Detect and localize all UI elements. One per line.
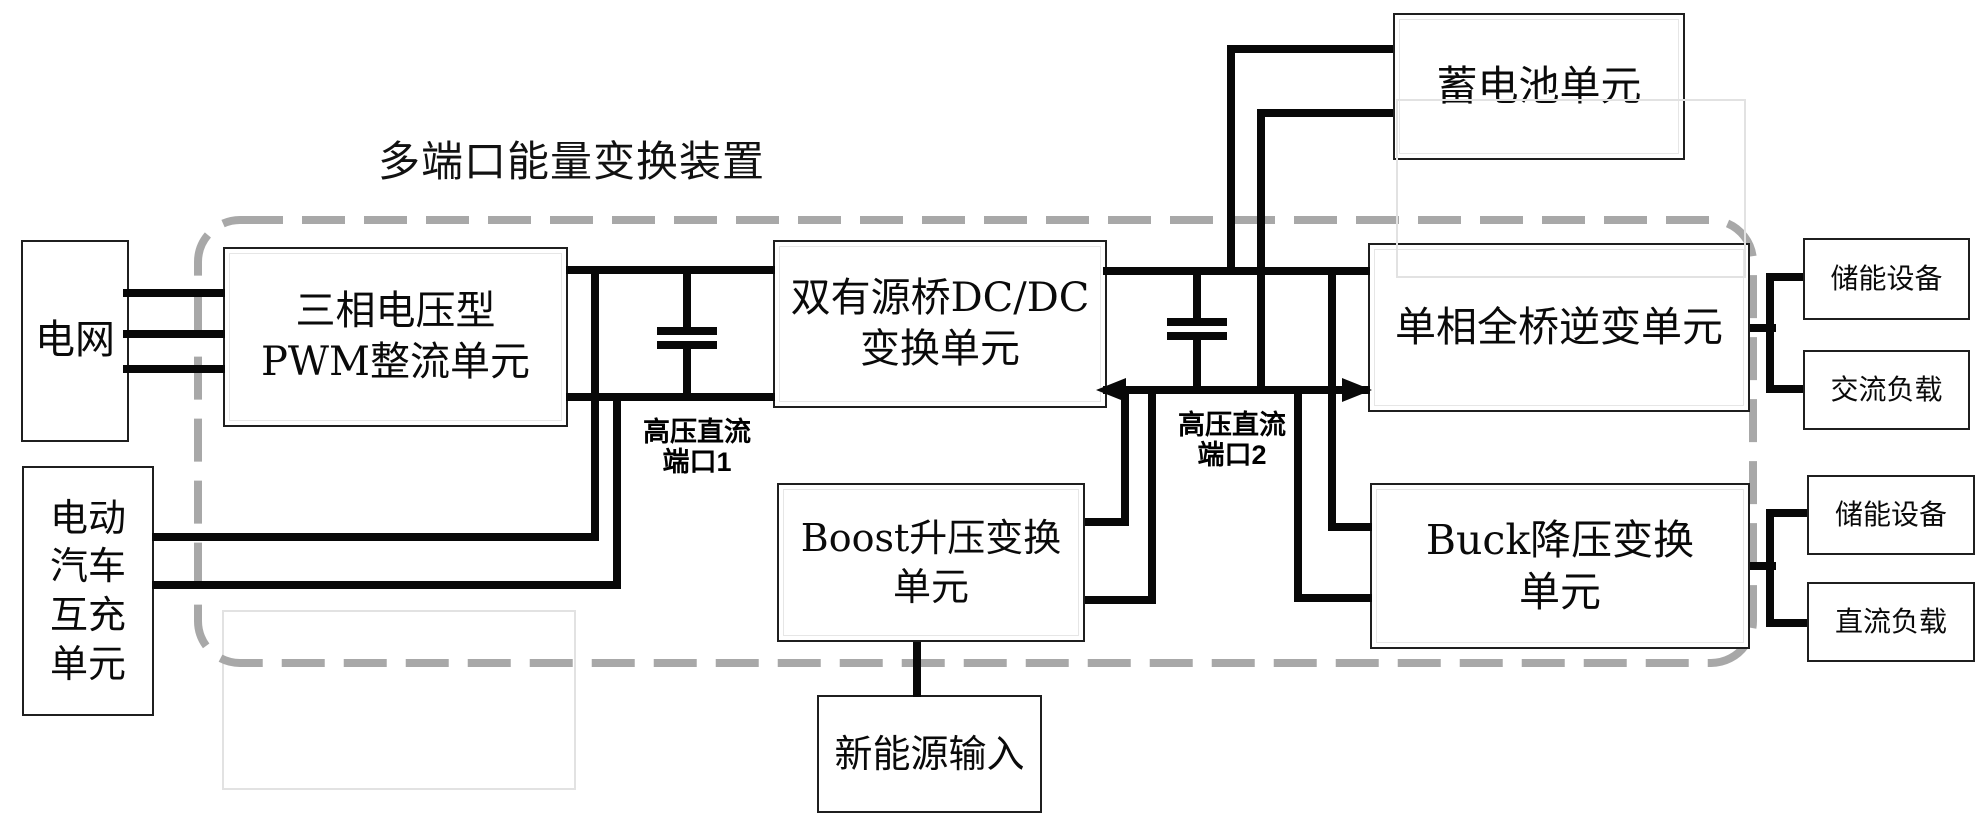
capacitor2-stem-bottom — [1193, 338, 1201, 390]
dc-storage-label: 储能设备 — [1834, 498, 1947, 532]
wire-port1-bus-top — [566, 266, 775, 274]
wire-port2-bus-top — [1103, 267, 1370, 275]
wire-buck-upper-h — [1328, 523, 1372, 531]
wire-battery-neg-h — [1257, 109, 1393, 117]
dc-load-box: 直流负载 — [1807, 582, 1975, 662]
capacitor1-plate-bottom — [657, 341, 717, 349]
capacitor2-stem-top — [1193, 271, 1201, 322]
dc-load-label: 直流负载 — [1834, 605, 1947, 639]
wire-ev-lower — [152, 581, 621, 589]
ac-storage-label: 储能设备 — [1830, 262, 1943, 296]
wire-new-energy-riser — [913, 642, 921, 697]
ghost-box-bottom-left — [222, 610, 576, 790]
wire-boost-lower-h — [1085, 596, 1156, 604]
wire-buck-lower-h — [1294, 594, 1372, 602]
wire-ev-upper-riser — [591, 270, 599, 541]
inverter-unit-box: 单相全桥逆变单元 — [1368, 243, 1750, 412]
capacitor1-stem-top — [683, 270, 691, 331]
wire-dc-storage-h — [1766, 509, 1807, 517]
port2-bus-arrowhead-right — [1342, 378, 1372, 402]
dab-dcdc-unit-box: 双有源桥DC/DC 变换单元 — [773, 240, 1107, 408]
battery-unit-label: 蓄电池单元 — [1436, 62, 1642, 111]
wire-grid-phase-b — [123, 330, 225, 338]
port1-label: 高压直流 端口1 — [643, 417, 751, 477]
ac-load-label: 交流负载 — [1830, 373, 1943, 407]
new-energy-input-label: 新能源输入 — [834, 731, 1025, 776]
wire-ac-storage-h — [1766, 273, 1803, 281]
diagram-title: 多端口能量变换装置 — [378, 137, 766, 186]
boost-label: Boost升压变换 单元 — [800, 515, 1062, 609]
wire-ac-load-h — [1766, 385, 1803, 393]
ev-charging-label: 电动 汽车 互充 单元 — [49, 495, 126, 686]
wire-port1-bus-bottom — [566, 393, 775, 401]
capacitor1-plate-top — [657, 327, 717, 335]
inverter-label: 单相全桥逆变单元 — [1395, 303, 1723, 352]
wire-battery-pos-riser — [1227, 45, 1235, 271]
ev-charging-box: 电动 汽车 互充 单元 — [22, 466, 154, 716]
capacitor2-plate-bottom — [1167, 332, 1227, 340]
wire-buck-lower-riser — [1294, 390, 1302, 602]
pwm-rectifier-label: 三相电压型 PWM整流单元 — [261, 287, 530, 385]
wire-grid-phase-a — [123, 289, 225, 297]
capacitor2-plate-top — [1167, 318, 1227, 326]
wire-boost-upper-riser — [1121, 390, 1129, 526]
wire-grid-phase-c — [123, 365, 225, 373]
wire-ac-branch-riser — [1766, 273, 1774, 393]
ghost-box-battery — [1396, 99, 1746, 278]
dc-storage-box: 储能设备 — [1807, 475, 1975, 555]
grid-box: 电网 — [21, 240, 129, 442]
port2-label: 高压直流 端口2 — [1178, 410, 1286, 470]
ac-storage-box: 储能设备 — [1803, 238, 1970, 320]
pwm-rectifier-unit-box: 三相电压型 PWM整流单元 — [223, 247, 568, 427]
wire-buck-upper-riser — [1328, 271, 1336, 531]
boost-unit-box: Boost升压变换 单元 — [777, 483, 1085, 642]
battery-unit-box: 蓄电池单元 — [1393, 13, 1685, 160]
wire-dc-load-h — [1766, 619, 1807, 627]
grid-label: 电网 — [35, 317, 115, 364]
wire-dc-branch-riser — [1766, 509, 1774, 627]
wire-ev-lower-riser — [613, 397, 621, 589]
buck-label: Buck降压变换 单元 — [1425, 515, 1695, 616]
wire-inverter-stub — [1750, 324, 1776, 332]
wire-port2-bus-bottom — [1103, 386, 1370, 394]
buck-unit-box: Buck降压变换 单元 — [1370, 483, 1750, 649]
wire-ev-upper — [152, 533, 599, 541]
wire-boost-lower-riser — [1148, 390, 1156, 604]
ac-load-box: 交流负载 — [1803, 350, 1970, 430]
new-energy-input-box: 新能源输入 — [817, 695, 1042, 813]
wire-boost-upper-h — [1085, 518, 1129, 526]
wire-battery-pos-h — [1227, 45, 1393, 53]
wire-buck-stub — [1750, 562, 1776, 570]
capacitor1-stem-bottom — [683, 347, 691, 397]
dab-dcdc-label: 双有源桥DC/DC 变换单元 — [790, 274, 1090, 372]
wire-battery-neg-riser — [1257, 109, 1265, 390]
